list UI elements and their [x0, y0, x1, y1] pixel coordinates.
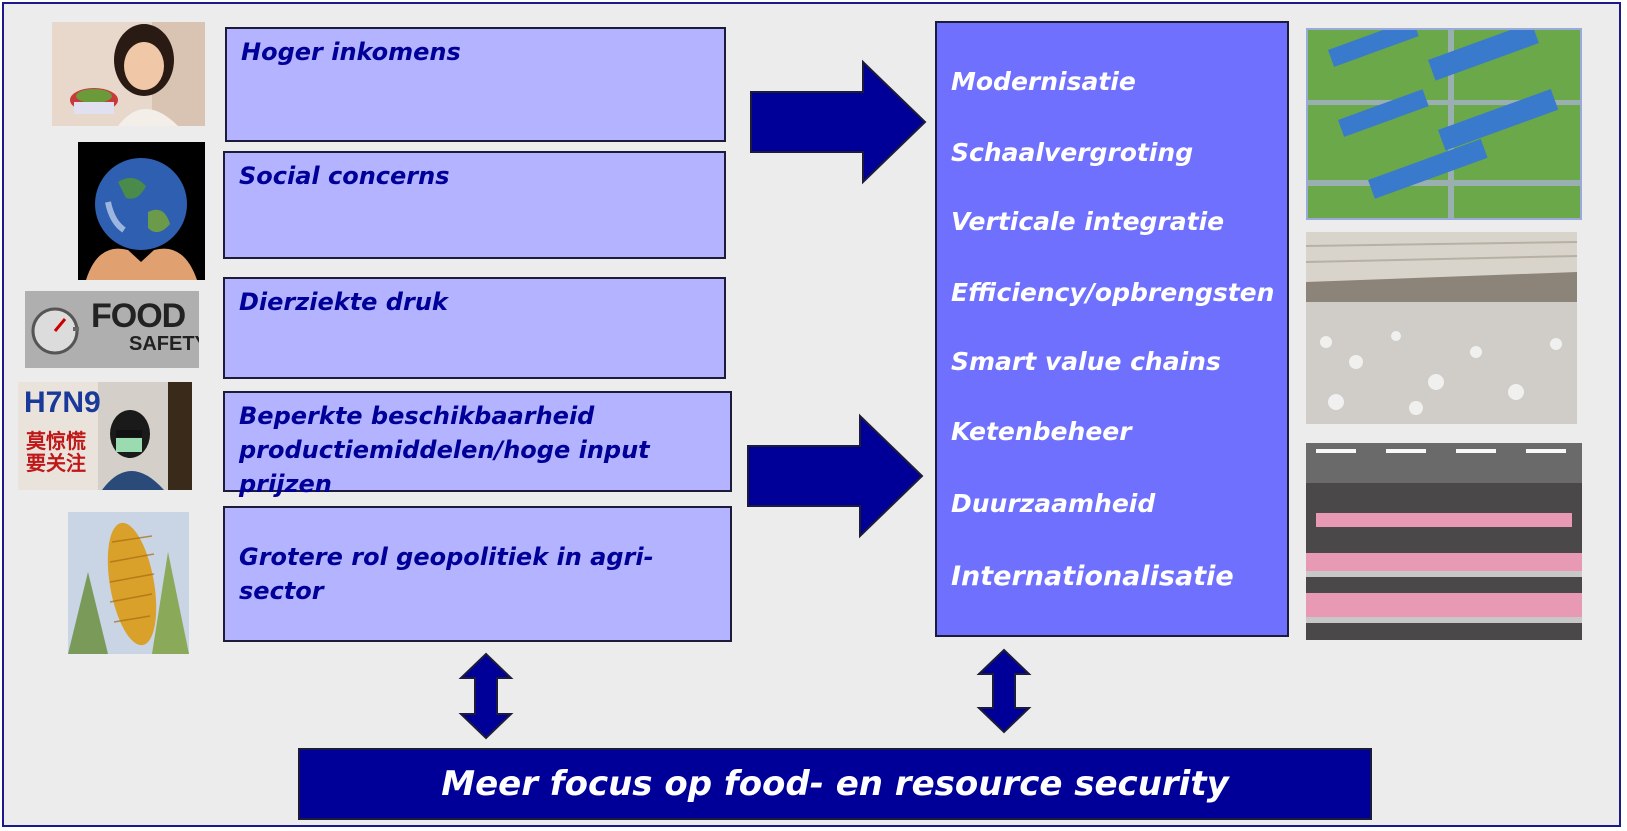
driver-label: Grotere rol geopolitiek in agri-sector [239, 543, 654, 605]
outcome-item: Smart value chains [951, 347, 1221, 376]
double-arrow-left [458, 652, 514, 740]
globe-in-hands-photo [78, 142, 205, 280]
food-safety-sign-line2: SAFETY [129, 333, 199, 355]
chinese-sign-text: 莫惊慌 要关注 [26, 429, 86, 475]
outcome-item: Duurzaamheid [951, 489, 1156, 518]
poultry-barn-photo [1306, 232, 1577, 424]
bottom-banner: Meer focus op food- en resource security [298, 748, 1372, 820]
processing-plant-photo [1306, 443, 1582, 640]
food-safety-sign-line1: FOOD [91, 297, 186, 335]
outcome-item: Schaalvergroting [951, 138, 1194, 167]
driver-label: Social concerns [239, 162, 450, 190]
outcome-item: Verticale integratie [951, 207, 1225, 236]
food-safety-photo: FOOD SAFETY [25, 291, 199, 368]
arrow-right-upper [750, 59, 927, 185]
arrow-right-lower [747, 413, 924, 539]
driver-box-hoger-inkomens: Hoger inkomens [225, 27, 726, 142]
h7n9-sign-text: H7N9 [24, 386, 101, 419]
driver-box-beperkte-beschikbaarheid: Beperkte beschikbaarheid productiemiddel… [223, 391, 732, 498]
driver-box-geopolitiek: Grotere rol geopolitiek in agri-sector [223, 506, 732, 642]
masked-person-photo: H7N9 莫惊慌 要关注 [18, 382, 192, 490]
farm-aerial-photo [1306, 28, 1582, 220]
outcome-item: Internationalisatie [951, 561, 1234, 592]
double-arrow-right [976, 648, 1032, 734]
outcome-box: Modernisatie Schaalvergroting Verticale … [935, 21, 1289, 637]
outcome-item: Ketenbeheer [951, 417, 1132, 446]
outcome-item: Modernisatie [951, 67, 1136, 96]
woman-eating-photo [52, 22, 205, 126]
bottom-banner-text: Meer focus op food- en resource security [441, 764, 1229, 804]
driver-label: Hoger inkomens [241, 38, 461, 66]
driver-box-social-concerns: Social concerns [223, 151, 726, 259]
corn-cob-photo [68, 512, 189, 654]
driver-box-dierziekte-druk: Dierziekte druk [223, 277, 726, 379]
outcome-item: Efficiency/opbrengsten [951, 278, 1275, 307]
driver-label: Dierziekte druk [239, 288, 448, 316]
driver-label: Beperkte beschikbaarheid productiemiddel… [239, 402, 650, 498]
